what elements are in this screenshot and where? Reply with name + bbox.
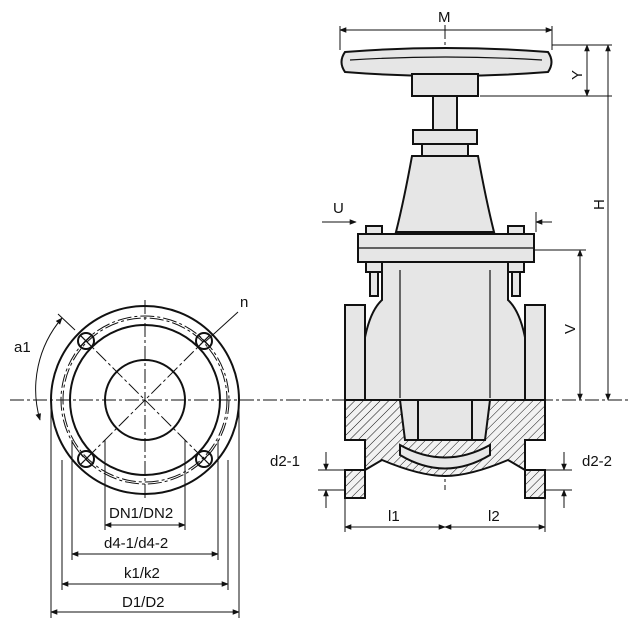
flange-bore-circle: [104, 359, 186, 441]
bonnet-bolt: [365, 225, 383, 235]
k-label: k1/k2: [124, 565, 160, 582]
gland-nut: [412, 129, 478, 145]
valve-body-upper: [358, 261, 532, 401]
flange-diagonal-2: [79, 334, 211, 466]
m-label: M: [438, 9, 451, 26]
wedge-core: [417, 399, 473, 441]
right-end-flange-upper: [524, 304, 546, 401]
gland: [421, 143, 469, 157]
a1-angle-arc: [35, 317, 63, 421]
bonnet-bolt: [507, 225, 525, 235]
bolt-hole: [195, 332, 213, 350]
bonnet-bolt-stud: [369, 271, 379, 297]
valve-stem: [432, 95, 458, 131]
n-leader-line: [204, 311, 239, 343]
d-label: D1/D2: [122, 594, 165, 611]
bolt-hole: [195, 450, 213, 468]
n-label: n: [240, 294, 248, 311]
handwheel: [340, 47, 553, 77]
bonnet: [394, 155, 496, 233]
left-end-flange-upper: [344, 304, 366, 401]
bolt-hole: [77, 332, 95, 350]
flange-diagonal-1: [79, 334, 211, 466]
bonnet-bolt: [365, 261, 383, 273]
valve-body-section: [344, 399, 546, 499]
flange-raised-face-circle: [62, 317, 228, 483]
v-label: V: [562, 324, 579, 334]
bolt-hole: [77, 450, 95, 468]
flange-front-view: n a1 DN1/DN2 d4-1/d4-2 k1/k2 D1/D2: [10, 294, 630, 618]
l2-label: l2: [488, 508, 500, 525]
u-label: U: [333, 200, 344, 217]
h-label: H: [591, 199, 608, 210]
dn-label: DN1/DN2: [109, 505, 173, 522]
l1-label: l1: [388, 508, 400, 525]
bolt-holes: [77, 332, 213, 468]
a1-label: a1: [14, 339, 31, 356]
y-label: Y: [569, 70, 586, 80]
seat-ring: [399, 443, 491, 470]
valve-side-view: M Y H V U d2-1 d2-2 l1 l2: [270, 9, 612, 532]
flange-seal-circle: [69, 324, 221, 476]
d2-1-label: d2-1: [270, 453, 300, 470]
d2-2-label: d2-2: [582, 453, 612, 470]
d4-label: d4-1/d4-2: [104, 535, 168, 552]
handwheel-hub: [411, 73, 479, 97]
bonnet-bolt-stud: [511, 271, 521, 297]
bonnet-bolt: [507, 261, 525, 273]
